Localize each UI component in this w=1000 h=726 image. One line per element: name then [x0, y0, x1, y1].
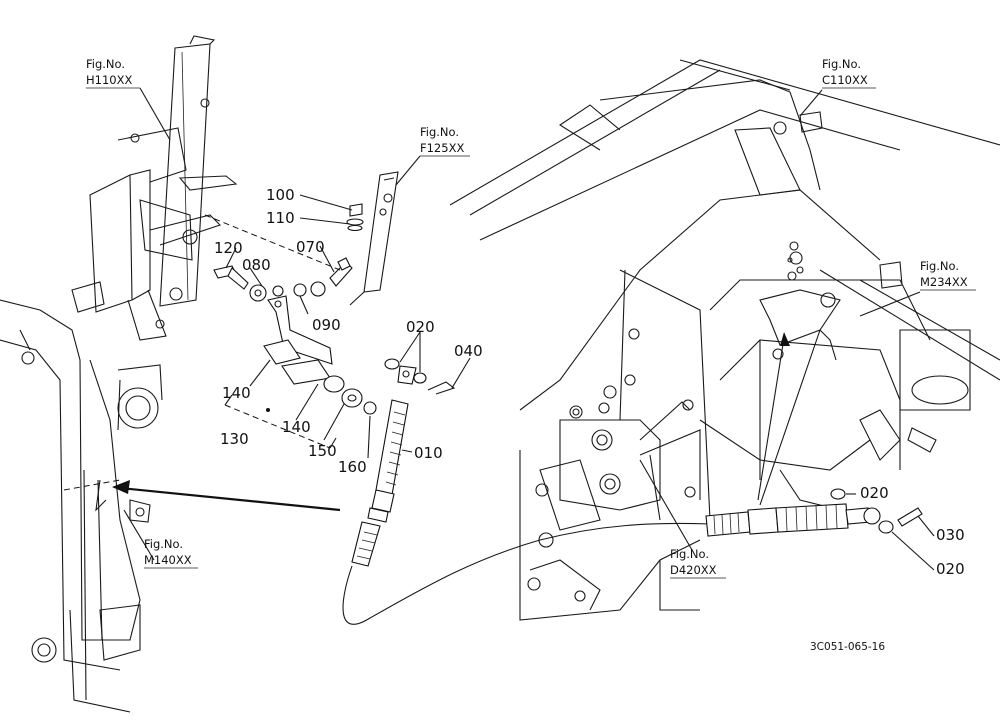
fig-ref-label: Fig.No. [920, 259, 959, 273]
fig-ref-c110: Fig.No. C110XX [822, 57, 876, 89]
fig-ref-d420: Fig.No. D420XX [670, 547, 726, 579]
pedal-frame-drawing [0, 299, 163, 713]
cable-upper-end-drawing [351, 358, 456, 567]
part-label-150: 150 [308, 442, 337, 460]
part-label-160: 160 [338, 458, 367, 476]
fig-ref-m234: Fig.No. M234XX [920, 259, 976, 291]
fig-ref-code: C110XX [822, 73, 868, 87]
part-label-040: 040 [454, 342, 483, 360]
part-callouts: 100 110 120 080 070 090 020 040 140 130 … [214, 186, 965, 578]
part-label-020-a: 020 [860, 484, 889, 502]
linkage-hardware-drawing [213, 203, 377, 415]
steering-column-drawing [71, 35, 238, 341]
fig-ref-label: Fig.No. [670, 547, 709, 561]
f125-rod-drawing [349, 171, 399, 306]
part-label-020-b: 020 [936, 560, 965, 578]
fig-ref-code: M234XX [920, 275, 968, 289]
control-cable [342, 522, 711, 625]
leader-lines [112, 87, 935, 571]
fig-ref-h110: Fig.No. H110XX [86, 57, 140, 89]
fig-ref-code: F125XX [420, 141, 464, 155]
fig-ref-label: Fig.No. [86, 57, 125, 71]
fig-ref-code: H110XX [86, 73, 132, 87]
part-label-030: 030 [936, 526, 965, 544]
drawing-number: 3C051-065-16 [810, 641, 885, 653]
fig-ref-code: D420XX [670, 563, 717, 577]
fig-ref-label: Fig.No. [822, 57, 861, 71]
part-label-090: 090 [312, 316, 341, 334]
part-label-010: 010 [414, 444, 443, 462]
fig-ref-label: Fig.No. [144, 537, 183, 551]
part-label-130: 130 [220, 430, 249, 448]
part-label-100: 100 [266, 186, 295, 204]
part-label-080: 080 [242, 256, 271, 274]
fig-ref-label: Fig.No. [420, 125, 459, 139]
fig-ref-m140: Fig.No. M140XX [144, 537, 198, 569]
fig-ref-code: M140XX [144, 553, 192, 567]
transmission-housing-drawing [449, 59, 1000, 621]
part-label-110: 110 [266, 209, 295, 227]
fig-ref-f125: Fig.No. F125XX [420, 125, 470, 157]
part-label-070: 070 [296, 238, 325, 256]
part-label-120: 120 [214, 239, 243, 257]
part-label-140-right: 140 [282, 418, 311, 436]
cable-lower-end-drawing [705, 488, 923, 537]
part-label-140-left: 140 [222, 384, 251, 402]
part-label-020-top: 020 [406, 318, 435, 336]
